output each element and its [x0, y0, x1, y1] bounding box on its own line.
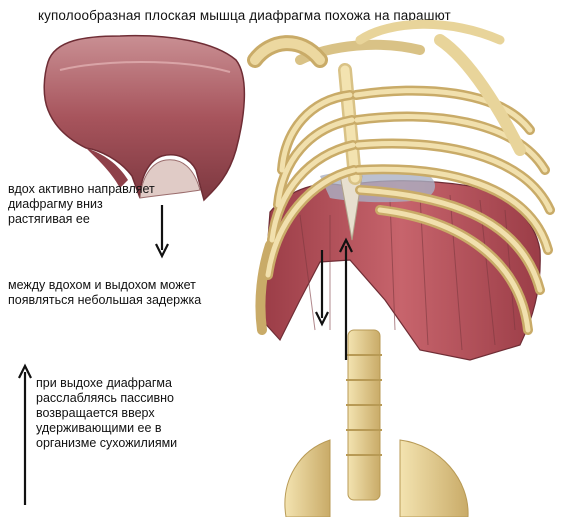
inhale-note: вдох активно направляет диафрагму вниз р…: [8, 182, 158, 227]
arrow-up-icon: [19, 366, 31, 505]
diaphragm-dome-illustration: [44, 36, 244, 200]
pause-note: между вдохом и выдохом может появляться …: [8, 278, 248, 308]
exhale-note: при выдохе диафрагма расслабляясь пассив…: [36, 376, 206, 451]
spine-illustration: [285, 330, 468, 517]
